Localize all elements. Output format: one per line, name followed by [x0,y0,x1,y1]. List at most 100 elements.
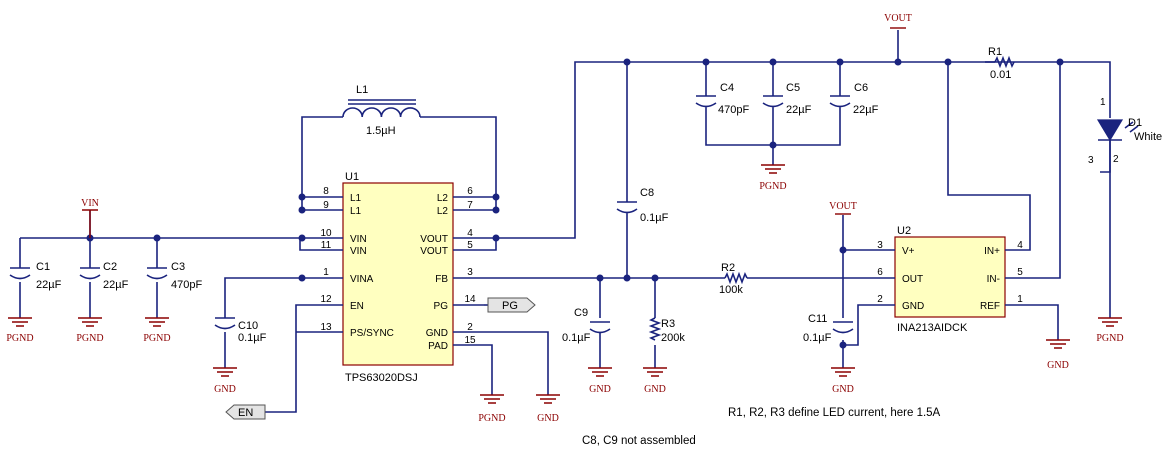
pgnd-c2: PGND [76,317,104,344]
pgnd-caps: PGND [759,164,787,192]
r1-ref: R1 [988,46,1002,58]
u1-pin-num: 6 [467,186,473,197]
gnd-label: GND [644,384,666,395]
c5-ref: C5 [786,82,800,94]
u1-ref: U1 [345,171,359,183]
note-not-assembled: C8, C9 not assembled [582,435,696,447]
capacitor-c2: C2 22µF [79,261,129,291]
u2-pin-name: V+ [902,246,915,257]
pgnd-c1: PGND [6,317,34,344]
r3-value: 200k [661,332,685,344]
u1-pin-name: VIN [350,234,367,245]
capacitor-c4: C4 470pF [695,82,749,116]
u1-pin-name: VOUT [420,246,448,257]
u1-pin-num: 11 [321,240,332,251]
port-en: EN [225,404,266,420]
gnd-label: GND [832,384,854,395]
l1-value: 1.5µH [366,125,396,137]
u1-pin-num: 1 [323,267,329,278]
note-led-current: R1, R2, R3 define LED current, here 1.5A [728,407,941,419]
gnd-c9: GND [588,367,612,395]
c5-value: 22µF [786,104,812,116]
l1-ref: L1 [356,84,368,96]
d1-pin: 1 [1100,97,1106,108]
capacitor-c3: C3 470pF [146,261,202,291]
c8-ref: C8 [640,187,654,199]
pgnd-u1: PGND [478,394,506,424]
u2-pin-name: GND [902,301,924,312]
d1-ref: D1 [1128,117,1142,129]
c10-ref: C10 [238,320,258,332]
u2-pin-num: 1 [1017,294,1023,305]
c3-value: 470pF [171,279,202,291]
gnd-c11: GND [831,367,855,395]
gnd-r3: GND [643,367,667,395]
u1-pin-num: 13 [320,322,332,333]
junctions [86,58,1064,349]
wires [19,30,1111,413]
c6-ref: C6 [854,82,868,94]
c8-value: 0.1µF [640,212,669,224]
u1-pin-name: PAD [428,341,448,352]
c9-value: 0.1µF [562,332,591,344]
u1-pin-num: 12 [320,294,332,305]
u1-pin-name: PG [434,301,449,312]
capacitor-c5: C5 22µF [762,82,812,116]
pgnd-label: PGND [76,333,103,344]
u1-pin-num: 2 [467,322,473,333]
pgnd-label: PGND [143,333,170,344]
gnd-u1: GND [536,394,560,424]
gnd-u2-ref: GND [1046,339,1070,371]
r1-value: 0.01 [990,69,1011,81]
u1-pin-name: VINA [350,274,374,285]
gnd-label: GND [589,384,611,395]
u2-part: INA213AIDCK [897,322,968,334]
gnd-label: GND [537,413,559,424]
c1-value: 22µF [36,279,62,291]
u1-pin-num: 7 [467,200,473,211]
inductor-l1: L1 1.5µH [342,84,421,137]
u2-pin-name: OUT [902,274,923,285]
c4-ref: C4 [720,82,734,94]
ic-u2: U2 INA213AIDCK 3 6 2 4 5 1 V+ OUT GND IN… [870,225,1023,334]
u2-pin-num: 4 [1017,240,1023,251]
d1-value: White [1134,131,1162,143]
resistor-r1: R1 0.01 [985,46,1015,81]
u1-pin-name: L2 [437,206,449,217]
u1-pin-name: VIN [350,246,367,257]
r2-value: 100k [719,284,743,296]
power-vin: VIN [81,198,99,238]
u1-pin-name: EN [350,301,364,312]
led-d1: D1 White 1 2 3 [1088,97,1162,166]
u2-pin-num: 3 [877,240,883,251]
u2-pin-num: 2 [877,294,883,305]
u1-pin-num: 4 [467,228,473,239]
u1-part: TPS63020DSJ [345,372,418,384]
pgnd-label: PGND [6,333,33,344]
u1-pin-name: GND [426,328,448,339]
pgnd-label: PGND [759,181,786,192]
u1-pin-num: 5 [467,240,473,251]
u1-pin-name: L2 [437,193,449,204]
u2-pin-name: IN+ [984,246,1000,257]
gnd-c10: GND [213,367,237,395]
pgnd-label: PGND [1096,333,1123,344]
u2-pin-name: IN- [987,274,1000,285]
resistor-r2: R2 100k [705,262,765,296]
u1-pin-num: 9 [323,200,329,211]
c6-value: 22µF [853,104,879,116]
capacitor-c9: C9 0.1µF [562,307,611,344]
power-vout-top: VOUT [884,13,912,29]
u1-pin-num: 10 [320,228,332,239]
c3-ref: C3 [171,261,185,273]
u1-pin-name: VOUT [420,234,448,245]
u2-pin-num: 6 [877,267,883,278]
capacitor-c8: C8 0.1µF [616,187,669,224]
ic-u1: U1 TPS63020DSJ 8 9 10 11 1 12 13 6 7 4 5… [310,171,484,384]
r3-ref: R3 [661,318,675,330]
c1-ref: C1 [36,261,50,273]
c10-value: 0.1µF [238,332,267,344]
u1-pin-name: L1 [350,206,362,217]
capacitor-c10: C10 0.1µF [214,317,267,344]
